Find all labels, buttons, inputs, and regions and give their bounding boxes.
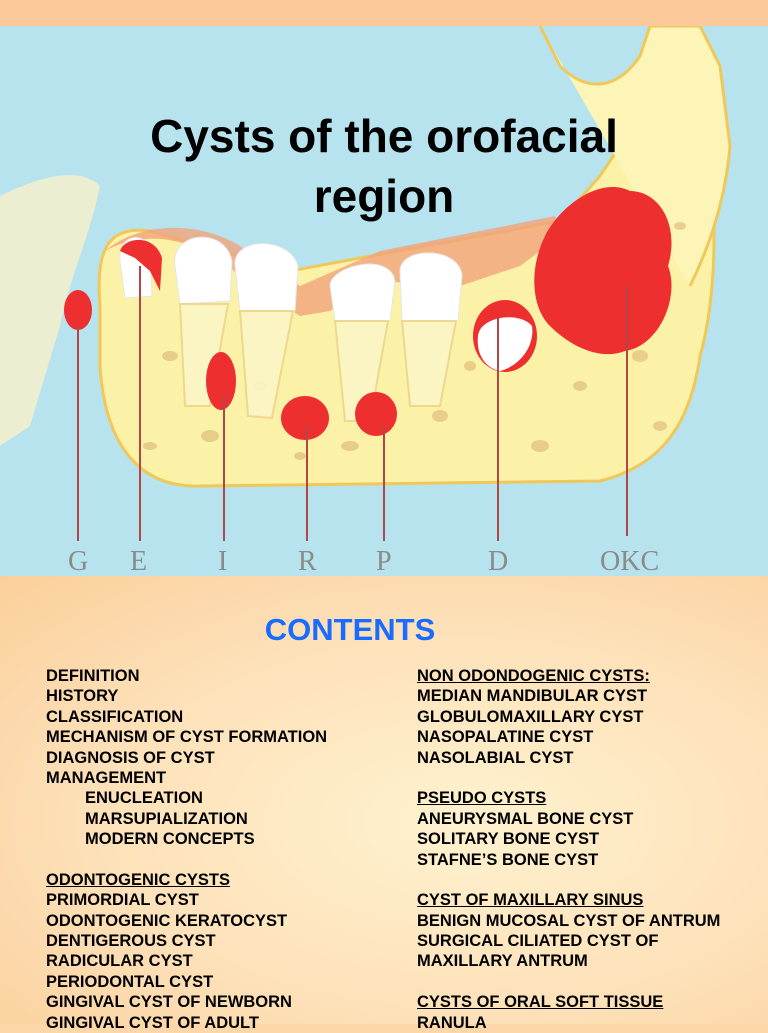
label-r: R bbox=[298, 546, 317, 576]
contents-item: RANULA bbox=[417, 1013, 487, 1032]
section-header-pseudo: PSEUDO CYSTS bbox=[417, 789, 547, 808]
contents-left-column: DEFINITION HISTORY CLASSIFICATION MECHAN… bbox=[46, 666, 406, 1033]
label-i: I bbox=[218, 546, 228, 576]
mandible-cyst-illustration bbox=[0, 26, 732, 541]
label-e: E bbox=[130, 546, 148, 576]
contents-right-column: NON ODONDOGENIC CYSTS: MEDIAN MANDIBULAR… bbox=[417, 666, 762, 1033]
contents-item: BENIGN MUCOSAL CYST OF ANTRUM bbox=[417, 911, 721, 930]
title-slide: Cysts of the orofacial region G E I R P … bbox=[0, 26, 768, 576]
contents-item: ANEURYSMAL BONE CYST bbox=[417, 809, 634, 828]
contents-item: DENTIGEROUS CYST bbox=[46, 932, 216, 951]
gingiva bbox=[105, 216, 560, 316]
spacer bbox=[46, 850, 406, 870]
contents-item: RADICULAR CYST bbox=[46, 952, 193, 971]
impacted-tooth bbox=[477, 317, 533, 371]
contents-item: MEDIAN MANDIBULAR CYST bbox=[417, 687, 648, 706]
contents-slide bbox=[0, 576, 768, 1024]
section-header-non-odontogenic: NON ODONDOGENIC CYSTS: bbox=[417, 667, 650, 685]
section-header-soft-tissue: CYSTS OF ORAL SOFT TISSUE bbox=[417, 993, 664, 1012]
contents-item: GLOBULOMAXILLARY CYST bbox=[417, 707, 644, 726]
contents-item: ODONTOGENIC KERATOCYST bbox=[46, 911, 288, 930]
cyst-radicular bbox=[281, 396, 329, 440]
cyst-gingival bbox=[64, 290, 92, 330]
contents-item: PERIODONTAL CYST bbox=[46, 972, 214, 991]
mandible-ramus bbox=[538, 26, 732, 287]
jaw-left-edge bbox=[0, 175, 100, 446]
contents-item: SOLITARY BONE CYST bbox=[417, 830, 600, 849]
contents-item: SURGICAL CILIATED CYST OF bbox=[417, 932, 659, 951]
cyst-okc bbox=[534, 187, 672, 355]
cyst-periodontal bbox=[355, 392, 397, 436]
tooth-roots bbox=[178, 303, 458, 422]
label-p: P bbox=[376, 546, 392, 576]
contents-item: MECHANISM OF CYST FORMATION bbox=[46, 728, 328, 747]
label-okc: OKC bbox=[600, 546, 660, 576]
spacer bbox=[417, 972, 762, 992]
label-d: D bbox=[488, 546, 509, 576]
contents-item: MANAGEMENT bbox=[46, 768, 167, 787]
label-g: G bbox=[68, 546, 89, 576]
top-border bbox=[0, 0, 768, 26]
pointer-lines bbox=[77, 266, 628, 541]
contents-item: DIAGNOSIS OF CYST bbox=[46, 748, 215, 767]
contents-item: PRIMORDIAL CYST bbox=[46, 891, 199, 910]
contents-subitem: MODERN CONCEPTS bbox=[85, 830, 255, 849]
contents-item: GINGIVAL CYST OF ADULT bbox=[46, 1013, 259, 1032]
contents-item: STAFNE’S BONE CYST bbox=[417, 850, 599, 869]
contents-item: GINGIVAL CYST OF NEWBORN bbox=[46, 993, 292, 1012]
cyst-intraosseous bbox=[206, 352, 236, 410]
contents-subitem: ENUCLEATION bbox=[85, 789, 203, 808]
slide-title: Cysts of the orofacial region bbox=[150, 110, 618, 222]
contents-heading: CONTENTS bbox=[264, 612, 436, 647]
contents-item: NASOPALATINE CYST bbox=[417, 728, 594, 747]
spacer bbox=[417, 870, 762, 890]
contents-item: NASOLABIAL CYST bbox=[417, 748, 574, 767]
spacer bbox=[417, 768, 762, 788]
cyst-labels: G E I R P D OKC bbox=[0, 546, 768, 576]
contents-item: CLASSIFICATION bbox=[46, 707, 184, 726]
contents-item: MAXILLARY ANTRUM bbox=[417, 952, 588, 971]
section-header-odontogenic: ODONTOGENIC CYSTS bbox=[46, 870, 230, 889]
cyst-eruption bbox=[120, 239, 162, 291]
section-header-sinus: CYST OF MAXILLARY SINUS bbox=[417, 891, 644, 910]
contents-item: DEFINITION bbox=[46, 667, 140, 685]
contents-subitem: MARSUPIALIZATION bbox=[85, 809, 248, 828]
contents-item: HISTORY bbox=[46, 687, 119, 706]
